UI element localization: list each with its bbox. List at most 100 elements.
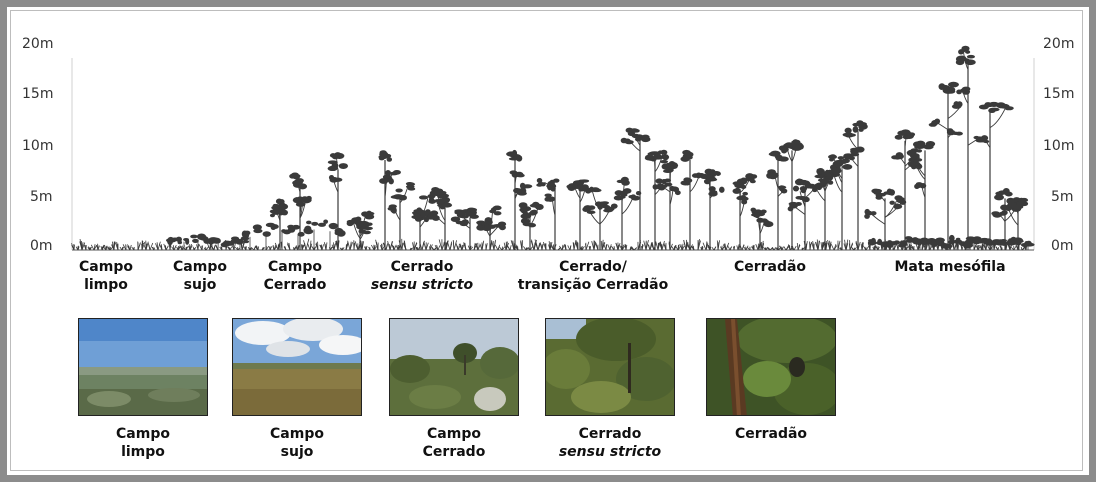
grass-blade xyxy=(188,245,191,251)
grass-blade xyxy=(573,240,577,251)
grass-blade xyxy=(87,247,91,251)
shrub-foliage xyxy=(190,234,198,239)
tree-foliage xyxy=(519,182,526,190)
tree-foliage xyxy=(363,226,373,231)
shrub-foliage xyxy=(230,236,240,241)
grass-blade xyxy=(229,246,233,251)
tree-branch xyxy=(799,191,806,206)
grass-blade xyxy=(153,247,155,251)
tree-foliage xyxy=(850,148,858,155)
tree-crown xyxy=(634,136,642,142)
grass-blade xyxy=(481,244,484,251)
tree-crown xyxy=(894,134,903,140)
shrub-foliage xyxy=(1000,240,1007,246)
tree-crown xyxy=(599,201,606,206)
tree-crown xyxy=(794,178,805,186)
grass-blade xyxy=(320,244,323,251)
tree-foliage xyxy=(492,205,502,211)
tree-foliage xyxy=(497,221,507,227)
grass-blade xyxy=(724,243,727,251)
left-tick-20m: 20m xyxy=(22,36,54,52)
tree-foliage xyxy=(819,179,827,184)
tree-foliage xyxy=(709,190,718,195)
tree-crown xyxy=(755,212,765,217)
grass-blade xyxy=(71,243,75,251)
grass-blade xyxy=(973,243,978,251)
grass-blade xyxy=(503,242,507,251)
grass-blade xyxy=(921,243,924,251)
grass-blade xyxy=(431,247,435,251)
shrub-foliage xyxy=(1015,239,1024,243)
grass-blade xyxy=(149,242,154,251)
grass-blade xyxy=(915,243,919,251)
grass-blade xyxy=(793,245,797,251)
tree-crown xyxy=(704,169,714,175)
tree-foliage xyxy=(329,153,337,158)
tree-crown xyxy=(984,102,992,107)
grass-blade xyxy=(375,242,379,251)
grass-blade xyxy=(433,247,437,251)
grass-blade xyxy=(713,246,717,251)
grass-blade xyxy=(701,245,704,251)
grass-blade xyxy=(732,246,735,251)
tree-crown xyxy=(734,182,745,189)
tree-crown xyxy=(640,136,651,143)
grass-blade xyxy=(647,244,651,251)
tree-crown xyxy=(775,156,784,161)
grass-blade xyxy=(1011,247,1015,251)
grass-blade xyxy=(129,244,132,251)
tree-crown xyxy=(1016,201,1024,205)
grass-blade xyxy=(523,246,527,251)
grass-blade xyxy=(1021,246,1025,251)
grass-blade xyxy=(767,247,771,251)
grass-blade xyxy=(475,243,479,251)
tree-crown xyxy=(577,184,588,190)
tree-foliage xyxy=(430,210,439,216)
zone-label-cerradao: Cerradão xyxy=(733,259,807,275)
grass-blade xyxy=(241,241,245,251)
tree-crown xyxy=(671,163,679,168)
tree-crown xyxy=(278,203,289,210)
grass-blade xyxy=(145,243,148,251)
tree-foliage xyxy=(789,203,798,209)
grass-blade xyxy=(541,243,544,251)
tree-crown xyxy=(1004,191,1013,197)
grass-blade xyxy=(817,240,820,251)
tree-crown xyxy=(897,130,907,136)
vegetation-profile xyxy=(71,45,1035,251)
grass-blade xyxy=(755,243,759,251)
tree-crown xyxy=(792,139,799,146)
tree-foliage xyxy=(516,173,525,178)
grass-blade xyxy=(585,241,590,251)
shrub-foliage xyxy=(893,240,901,245)
tree-crown xyxy=(395,188,403,193)
photo-cerrado-sensu-stricto xyxy=(545,318,675,416)
grass-blade xyxy=(764,247,767,251)
tree-foliage xyxy=(296,196,304,202)
tree-crown xyxy=(1006,197,1015,205)
tree-foliage xyxy=(616,179,625,184)
photo-cerradao xyxy=(706,318,836,416)
left-tick-0m: 0m xyxy=(30,238,53,254)
tree-crown xyxy=(915,140,926,148)
grass-blade xyxy=(603,244,607,251)
shrub-foliage xyxy=(253,228,263,234)
grass-blade xyxy=(109,247,113,251)
shrub-foliage xyxy=(941,244,948,249)
grass-blade xyxy=(848,243,851,251)
grass-blade xyxy=(392,246,395,251)
tree-foliage xyxy=(367,211,375,216)
tree-foliage xyxy=(655,178,663,184)
grass-blade xyxy=(401,242,404,251)
tree-crown xyxy=(653,153,662,159)
tree-crown xyxy=(418,209,425,216)
shrub-foliage xyxy=(265,222,276,228)
grass-blade xyxy=(737,245,740,251)
tree-foliage xyxy=(837,156,845,160)
shrub-foliage xyxy=(904,236,913,241)
tree-crown xyxy=(707,175,714,181)
tree-foliage xyxy=(660,149,668,155)
tree-foliage xyxy=(766,172,774,179)
grass-blade xyxy=(393,244,397,251)
